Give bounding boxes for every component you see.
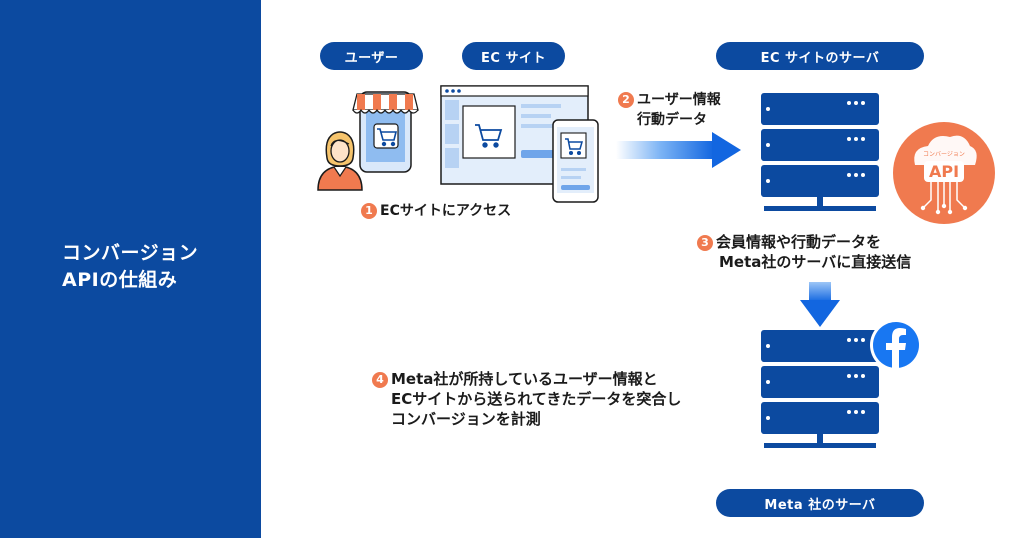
ec-server-label: EC サイトのサーバ [716, 42, 924, 70]
meta-server-icon [761, 330, 879, 448]
step-4-line-2: ECサイトから送られてきたデータを突合し [391, 390, 682, 408]
cloud-api-icon: コンバージョン API [893, 122, 995, 224]
ec-site-label: EC サイト [462, 42, 565, 70]
step-2-line-2: 行動データ [637, 112, 707, 128]
left-panel: コンバージョン APIの仕組み [0, 0, 261, 538]
page-title-line-1: コンバージョン [62, 242, 199, 264]
step-4-line-3: コンバージョンを計測 [391, 410, 541, 428]
facebook-icon [870, 319, 922, 371]
step-3-number: 3 [697, 235, 713, 251]
meta-server-label: Meta 社のサーバ [716, 489, 924, 517]
step-3-line-2: Meta社のサーバに直接送信 [719, 253, 912, 271]
step-4-line-1: Meta社が所持しているユーザー情報と [391, 370, 658, 388]
api-badge-small-text: コンバージョン [923, 151, 965, 158]
user-icon [317, 131, 363, 191]
step-2-line-1: ユーザー情報 [637, 92, 721, 108]
step-3-line-1: 会員情報や行動データを [716, 233, 882, 251]
step-2-number: 2 [618, 92, 634, 108]
arrow-down-icon [800, 282, 840, 327]
page-title: コンバージョン APIの仕組み [62, 240, 198, 294]
step-4-number: 4 [372, 372, 388, 388]
cart-icon [377, 128, 398, 147]
smartphone-store-icon [352, 91, 419, 173]
ec-server-icon [761, 93, 879, 211]
arrow-right-icon [616, 132, 741, 168]
page-title-line-2: APIの仕組み [62, 269, 178, 291]
user-label: ユーザー [320, 42, 423, 70]
step-1-text: ECサイトにアクセス [380, 203, 512, 219]
step-1-number: 1 [361, 203, 377, 219]
api-badge-text: API [929, 162, 959, 181]
tablet-icon [552, 119, 599, 203]
